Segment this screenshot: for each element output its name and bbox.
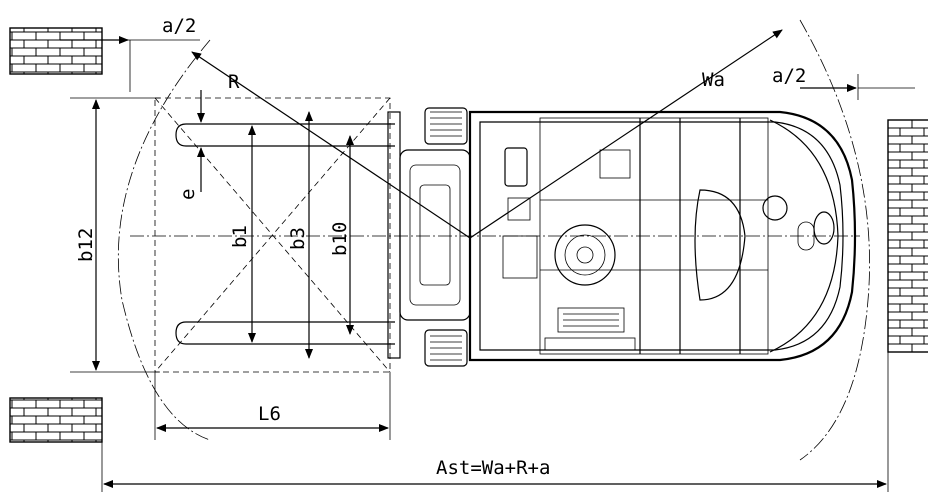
turning-radius-arc <box>117 39 211 441</box>
label-R: R <box>228 71 240 93</box>
wall-block-top-left <box>9 27 103 75</box>
label-Ast: Ast=Wa+R+a <box>436 457 550 479</box>
label-b1: b1 <box>229 225 251 248</box>
fork-top <box>175 123 395 147</box>
wall-block-bottom-left <box>9 397 103 443</box>
label-b10: b10 <box>329 222 351 256</box>
label-e: e <box>177 189 199 200</box>
R-radius-line <box>191 51 471 239</box>
label-L6: L6 <box>258 403 281 425</box>
label-b3: b3 <box>287 227 309 250</box>
Wa-radius-line <box>469 29 783 239</box>
label-Wa: Wa <box>702 69 725 91</box>
fork-bottom <box>175 321 395 345</box>
label-b12: b12 <box>75 228 97 262</box>
wall-block-right <box>887 119 928 353</box>
turning-radius-arc-right <box>799 19 870 461</box>
label-a-half-right: a/2 <box>772 65 806 87</box>
forklift-body <box>399 107 857 367</box>
pallet-load-outline <box>154 97 391 373</box>
label-a-half-left: a/2 <box>162 15 196 37</box>
